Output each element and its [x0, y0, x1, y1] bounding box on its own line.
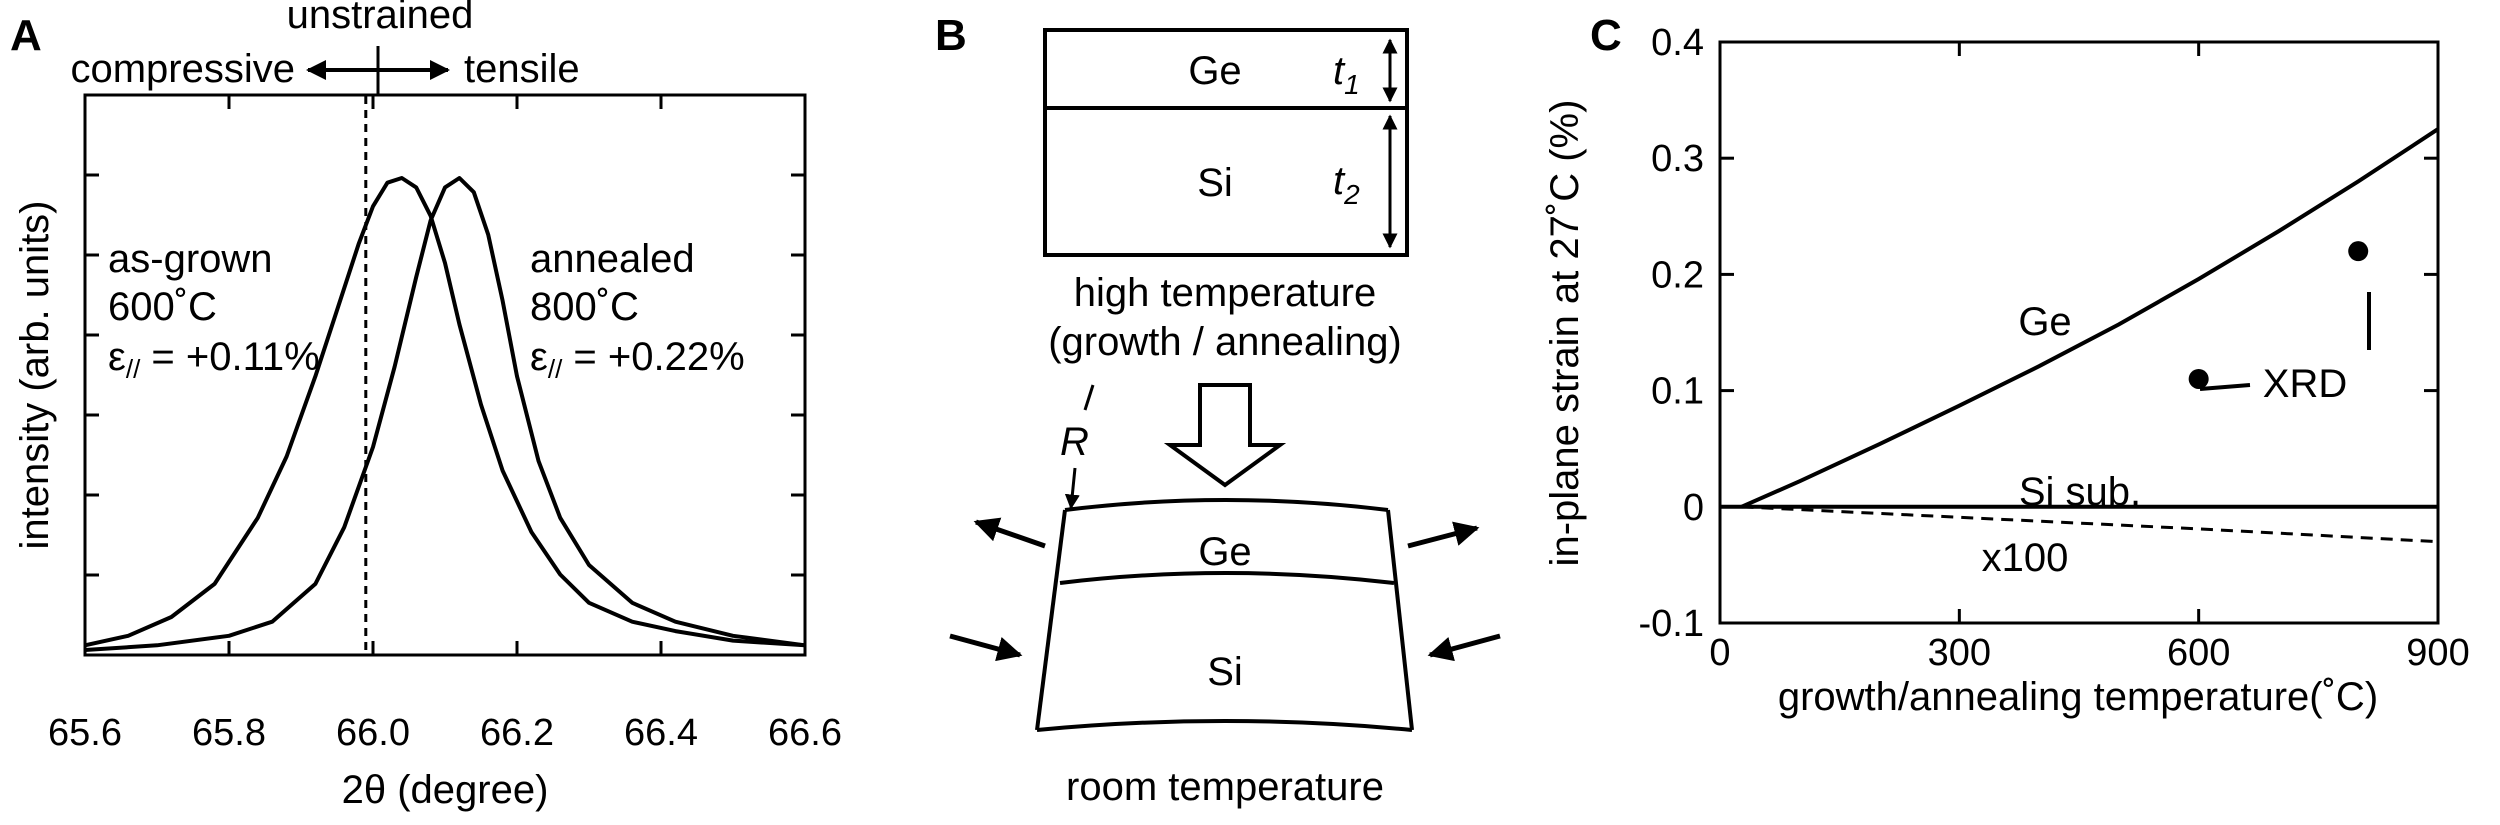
- y-tick-label: 0: [1683, 487, 1704, 529]
- si-sub-label: Si sub.: [2019, 470, 2141, 514]
- plot-a-curves: [84, 176, 806, 652]
- plot-a-x-axis-label: 2θ (degree): [342, 768, 549, 812]
- plot-a-x-tick-labels: 65.6 65.8 66.0 66.2 66.4 66.6: [48, 712, 842, 754]
- radius-tick: [1083, 384, 1095, 411]
- ge-curve-label: Ge: [2018, 300, 2071, 344]
- tensile-label: tensile: [464, 47, 580, 91]
- bent-interface: [1059, 571, 1395, 585]
- plot-c-x-axis-label: growth/annealing temperature(˚C): [1778, 675, 2378, 719]
- room-temp-label: room temperature: [1066, 765, 1384, 809]
- plot-a-frame: [83, 93, 807, 657]
- annealed-label: annealed: [530, 237, 695, 281]
- x-tick-label: 66.2: [480, 712, 554, 754]
- x-tick-label: 600: [2167, 632, 2230, 674]
- radius-label: R: [1060, 420, 1089, 464]
- plot-c-frame: [1718, 40, 2440, 625]
- t1-label: t1: [1333, 49, 1360, 100]
- plot-c-y-axis-label: in-plane strain at 27˚C (%): [1543, 100, 1587, 567]
- top-si-label: Si: [1197, 161, 1233, 205]
- x-tick-label: 900: [2406, 632, 2469, 674]
- annealed-strain: ε// = +0.22%: [530, 335, 745, 384]
- t2-label: t2: [1333, 159, 1360, 210]
- plot-c-x-ticks: [1718, 42, 2440, 623]
- high-temp-label: high temperature: [1074, 271, 1376, 315]
- unstrained-label: unstrained: [287, 0, 474, 37]
- xrd-leader-horizontal: [2199, 383, 2251, 391]
- y-tick-label: 0.3: [1651, 138, 1704, 180]
- x-tick-label: 65.6: [48, 712, 122, 754]
- ge-tension-arrow-left: [973, 517, 1046, 549]
- ge-strain-curve: [1740, 127, 2440, 509]
- x-tick-label: 0: [1709, 632, 1730, 674]
- xrd-label: XRD: [2263, 362, 2347, 406]
- bent-ge-top: [1064, 498, 1389, 512]
- xrd-point: [2188, 368, 2209, 389]
- radius-arrow: [1064, 467, 1080, 510]
- y-tick-label: 0.2: [1651, 254, 1704, 296]
- plot-c-x-tick-labels: 0 300 600 900: [1709, 632, 2469, 674]
- x-tick-label: 66.4: [624, 712, 698, 754]
- compressive-label: compressive: [70, 47, 295, 91]
- as-grown-temp: 600˚C: [108, 285, 217, 329]
- y-tick-label: 0.4: [1651, 22, 1704, 64]
- x-tick-label: 66.0: [336, 712, 410, 754]
- si-x100-dashed-curve: [1741, 505, 2439, 544]
- cooling-arrow-icon: [1163, 383, 1287, 488]
- plot-a-y-ticks: [85, 173, 805, 577]
- x-tick-label: 65.8: [192, 712, 266, 754]
- flat-bilayer: [1043, 28, 1409, 257]
- xrd-point: [2348, 241, 2369, 262]
- top-ge-label: Ge: [1188, 49, 1241, 93]
- x100-label: x100: [1982, 536, 2069, 580]
- panel-b-letter: B: [935, 11, 967, 60]
- bent-left-edge: [1035, 509, 1067, 731]
- as-grown-strain: ε// = +0.11%: [108, 335, 320, 384]
- panel-a-letter: A: [10, 11, 42, 60]
- plot-c-curves: [1720, 127, 2440, 544]
- plot-c-y-tick-labels: -0.1 0 0.1 0.2 0.3 0.4: [1639, 22, 1704, 645]
- annealed-temp: 800˚C: [530, 285, 639, 329]
- as-grown-curve: [84, 176, 806, 648]
- annealed-curve: [84, 176, 806, 652]
- panel-c-letter: C: [1590, 11, 1622, 60]
- as-grown-label: as-grown: [108, 237, 273, 281]
- x-tick-label: 300: [1928, 632, 1991, 674]
- growth-annealing-label: (growth / annealing): [1048, 320, 1402, 364]
- bent-si-bottom: [1036, 719, 1413, 732]
- si-compression-arrow-left: [949, 633, 1023, 662]
- si-compression-arrow-right: [1427, 633, 1501, 662]
- bent-right-edge: [1386, 509, 1414, 731]
- plot-a-y-axis-label: intensity (arb. units): [13, 200, 57, 549]
- y-tick-label: 0.1: [1651, 371, 1704, 413]
- ge-tension-arrow-right: [1407, 521, 1480, 549]
- x-tick-label: 66.6: [768, 712, 842, 754]
- panel-b: B Ge Si t1 t2 high temperature (growth /…: [935, 11, 1501, 809]
- y-tick-label: -0.1: [1639, 603, 1704, 645]
- bottom-ge-label: Ge: [1198, 530, 1251, 574]
- bottom-si-label: Si: [1207, 650, 1243, 694]
